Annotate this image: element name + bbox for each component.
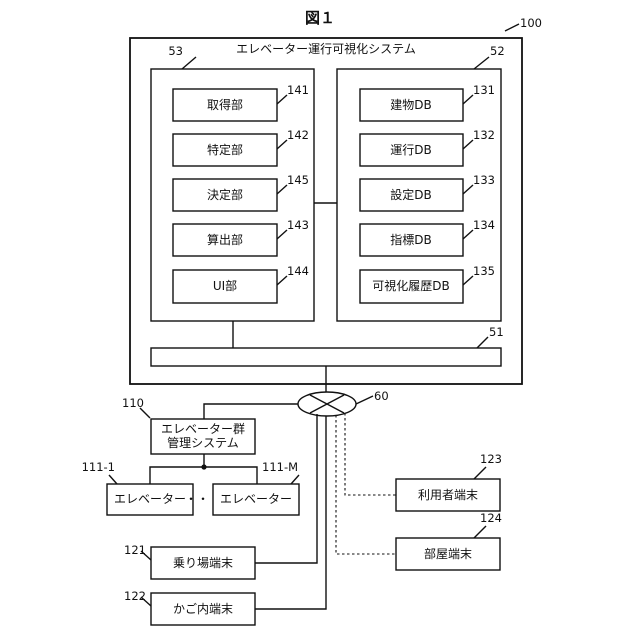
processor-ref: 53 xyxy=(168,44,183,58)
system-ref: 100 xyxy=(520,16,542,30)
terminal-hall: 乗り場端末 121 xyxy=(124,543,255,579)
elevator-m: エレベーター 111-M xyxy=(213,460,299,515)
terminal-leader xyxy=(474,467,486,479)
terminal-label: 部屋端末 xyxy=(424,546,472,561)
terminal-ref: 124 xyxy=(480,511,502,525)
terminal-room: 部屋端末 124 xyxy=(396,511,502,570)
network-ref: 60 xyxy=(374,389,389,403)
terminal-user: 利用者端末 123 xyxy=(396,452,502,511)
elevator-label: エレベーター xyxy=(114,492,186,506)
interface-ref: 51 xyxy=(489,325,504,339)
unit-ref: 144 xyxy=(287,264,309,278)
terminal-ref: 122 xyxy=(124,589,146,603)
unit-label: UI部 xyxy=(213,278,237,293)
db-label: 指標DB xyxy=(390,232,431,247)
db-label: 可視化履歴DB xyxy=(372,278,449,293)
terminal-label: かご内端末 xyxy=(173,601,233,616)
figure-title: 図１ xyxy=(305,9,335,27)
db-label: 運行DB xyxy=(390,143,431,157)
terminal-ref: 123 xyxy=(480,452,502,466)
storage-ref: 52 xyxy=(490,44,505,58)
db-ref: 134 xyxy=(473,218,495,232)
elevator-leader xyxy=(109,475,117,484)
system-label: エレベーター運行可視化システム xyxy=(236,41,416,56)
terminal-leader xyxy=(474,526,486,538)
elevator-ref: 111-1 xyxy=(82,460,115,474)
system-leader xyxy=(505,24,519,31)
elevator-leader xyxy=(291,475,299,484)
terminal-ref: 121 xyxy=(124,543,146,557)
unit-label: 決定部 xyxy=(207,187,243,202)
terminal-car: かご内端末 122 xyxy=(124,589,255,625)
db-ref: 133 xyxy=(473,173,495,187)
unit-label: 特定部 xyxy=(207,142,243,157)
db-label: 設定DB xyxy=(390,187,431,202)
elevator-ref: 111-M xyxy=(262,460,298,474)
db-ref: 131 xyxy=(473,83,495,97)
elevator-label: エレベーター xyxy=(220,492,292,506)
unit-label: 取得部 xyxy=(207,97,243,112)
network-group-link xyxy=(204,404,298,419)
db-ref: 132 xyxy=(473,128,495,142)
unit-ref: 145 xyxy=(287,173,309,187)
group-control-label-2: 管理システム xyxy=(167,435,239,450)
elevator-1: エレベーター 111-1 xyxy=(82,460,193,515)
group-control-ref: 110 xyxy=(122,396,144,410)
terminal-label: 乗り場端末 xyxy=(173,556,233,570)
network-hub-icon xyxy=(298,392,356,416)
unit-ref: 141 xyxy=(287,83,309,97)
unit-ref: 143 xyxy=(287,218,309,232)
terminal-label: 利用者端末 xyxy=(418,488,478,502)
interface-bar xyxy=(151,348,501,366)
network-leader xyxy=(356,396,373,404)
group-control-label-1: エレベーター群 xyxy=(161,422,245,436)
network-user-link xyxy=(345,413,396,495)
unit-ref: 142 xyxy=(287,128,309,142)
unit-label: 算出部 xyxy=(207,232,243,247)
db-ref: 135 xyxy=(473,264,495,278)
db-label: 建物DB xyxy=(390,98,431,112)
